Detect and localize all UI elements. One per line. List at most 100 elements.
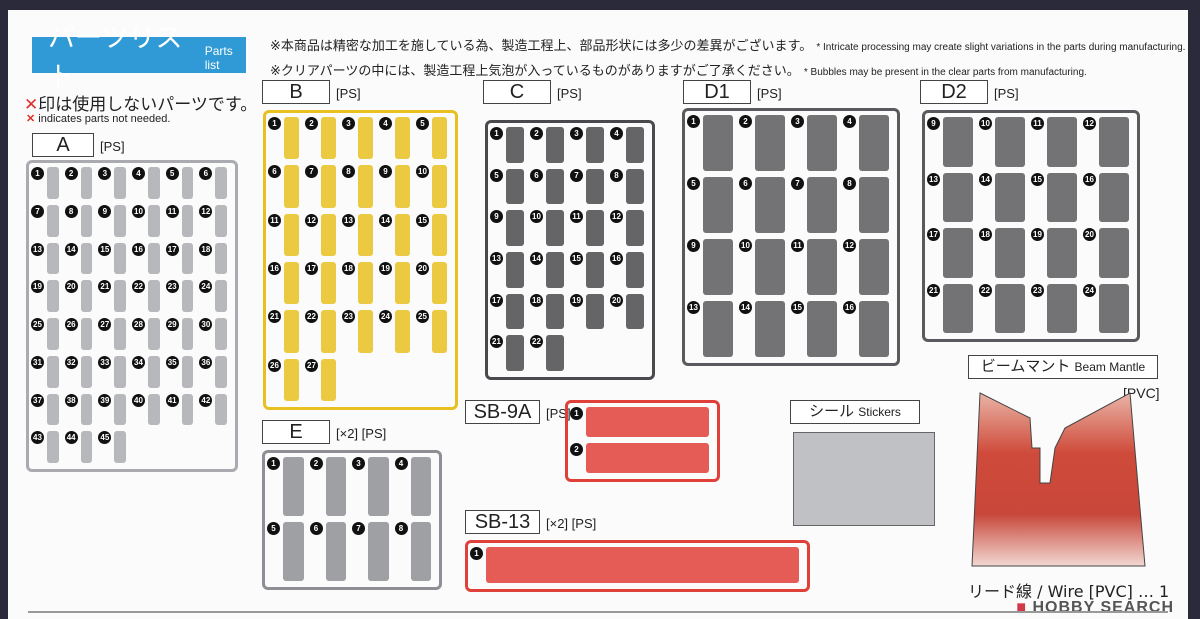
- part-shape: [114, 204, 126, 237]
- runner-label-C: C: [483, 80, 551, 104]
- part-shape: [703, 177, 733, 233]
- part-shape: [506, 168, 524, 205]
- runner-material: [×2] [PS]: [546, 516, 597, 531]
- parts-list-page: パーツリスト Parts list ※本商品は精密な加工を施している為、製造工程…: [8, 10, 1188, 619]
- part-number: 6: [268, 165, 281, 179]
- part-shape: [626, 210, 644, 246]
- part-shape: [626, 252, 644, 288]
- part-number: 12: [843, 239, 856, 252]
- part-shape: [215, 393, 227, 426]
- part-shape: [506, 210, 524, 246]
- part-shape: [546, 335, 564, 371]
- part-shape: [215, 280, 227, 312]
- sprue-B: [263, 110, 458, 410]
- part-number: 10: [979, 117, 992, 130]
- part-number: 9: [927, 117, 940, 130]
- part-number: 37: [31, 393, 44, 407]
- part-shape: [148, 167, 160, 199]
- part-number: 1: [268, 117, 281, 130]
- part-shape: [807, 301, 837, 357]
- part-shape: [358, 117, 373, 160]
- x-mark-icon: ✕: [24, 95, 39, 115]
- part-number: 8: [394, 522, 408, 535]
- part-shape: [47, 355, 59, 388]
- legend-jp: ✕印は使用しないパーツです。: [24, 90, 257, 115]
- runner-material: [PS]: [757, 86, 782, 101]
- part-shape: [432, 117, 447, 160]
- part-number: 1: [267, 457, 280, 470]
- part-number: 17: [305, 262, 318, 275]
- part-shape: [284, 310, 299, 353]
- part-shape: [148, 280, 160, 312]
- part-shape: [1047, 228, 1077, 278]
- runner-material: [PS]: [546, 406, 571, 421]
- part-number: 11: [268, 213, 281, 227]
- part-shape: [432, 165, 447, 208]
- part-shape: [755, 301, 785, 357]
- part-shape: [368, 457, 389, 516]
- runner-label-A: A: [32, 133, 94, 157]
- part-number: 6: [199, 167, 213, 180]
- part-shape: [546, 127, 564, 163]
- part-shape: [114, 431, 126, 463]
- part-number: 26: [64, 318, 78, 331]
- part-shape: [1047, 172, 1077, 222]
- part-shape: [148, 355, 160, 388]
- part-number: 1: [490, 127, 503, 140]
- part-number: 17: [927, 228, 940, 241]
- part-number: 3: [791, 115, 804, 128]
- part-number: 7: [791, 177, 804, 190]
- part-number: 42: [199, 393, 213, 407]
- part-shape: [506, 293, 524, 330]
- part-shape: [215, 355, 227, 388]
- part-shape: [368, 522, 389, 581]
- part-number: 20: [64, 280, 78, 294]
- part-number: 29: [165, 318, 179, 331]
- part-shape: [859, 177, 889, 233]
- part-number: 4: [379, 117, 392, 130]
- sprue-SB-9A: [565, 400, 720, 482]
- stickers-en: Stickers: [858, 405, 901, 419]
- part-shape: [215, 318, 227, 350]
- part-shape: [1099, 172, 1129, 222]
- part-shape: [47, 280, 59, 312]
- part-shape: [432, 213, 447, 256]
- part-shape: [410, 457, 431, 516]
- part-shape: [181, 242, 194, 275]
- runner-material: [PS]: [100, 139, 125, 154]
- part-shape: [859, 115, 889, 171]
- part-number: 7: [305, 165, 318, 179]
- sprue-A: [26, 160, 238, 472]
- part-number: 21: [98, 280, 112, 294]
- note-processing: ※本商品は精密な加工を施している為、製造工程上、部品形状には多少の差異がございま…: [270, 35, 1185, 54]
- part-number: 2: [305, 117, 318, 130]
- part-number: 11: [570, 210, 583, 224]
- part-number: 16: [843, 301, 856, 314]
- part-number: 22: [979, 283, 992, 297]
- part-number: 12: [305, 213, 318, 227]
- part-number: 5: [267, 522, 280, 535]
- part-shape: [47, 242, 59, 275]
- part-shape: [586, 407, 709, 437]
- part-shape: [215, 204, 227, 237]
- runner-label-D1: D1: [683, 80, 751, 104]
- part-shape: [995, 228, 1025, 278]
- part-shape: [181, 355, 194, 388]
- part-shape: [995, 283, 1025, 333]
- sprue-D1: [682, 108, 900, 366]
- part-number: 6: [739, 177, 752, 190]
- part-number: 22: [305, 310, 318, 324]
- part-shape: [546, 168, 564, 205]
- part-number: 18: [530, 293, 543, 307]
- part-shape: [358, 262, 373, 305]
- part-shape: [995, 117, 1025, 167]
- part-number: 16: [268, 262, 281, 275]
- parts-list-title: パーツリスト Parts list: [32, 23, 246, 93]
- part-number: 18: [979, 228, 992, 241]
- sprue-D2: [922, 110, 1140, 342]
- part-number: 22: [132, 280, 145, 294]
- part-shape: [506, 127, 524, 163]
- part-number: 3: [342, 117, 355, 130]
- part-number: 9: [687, 239, 700, 252]
- runner-label-B: B: [262, 80, 330, 104]
